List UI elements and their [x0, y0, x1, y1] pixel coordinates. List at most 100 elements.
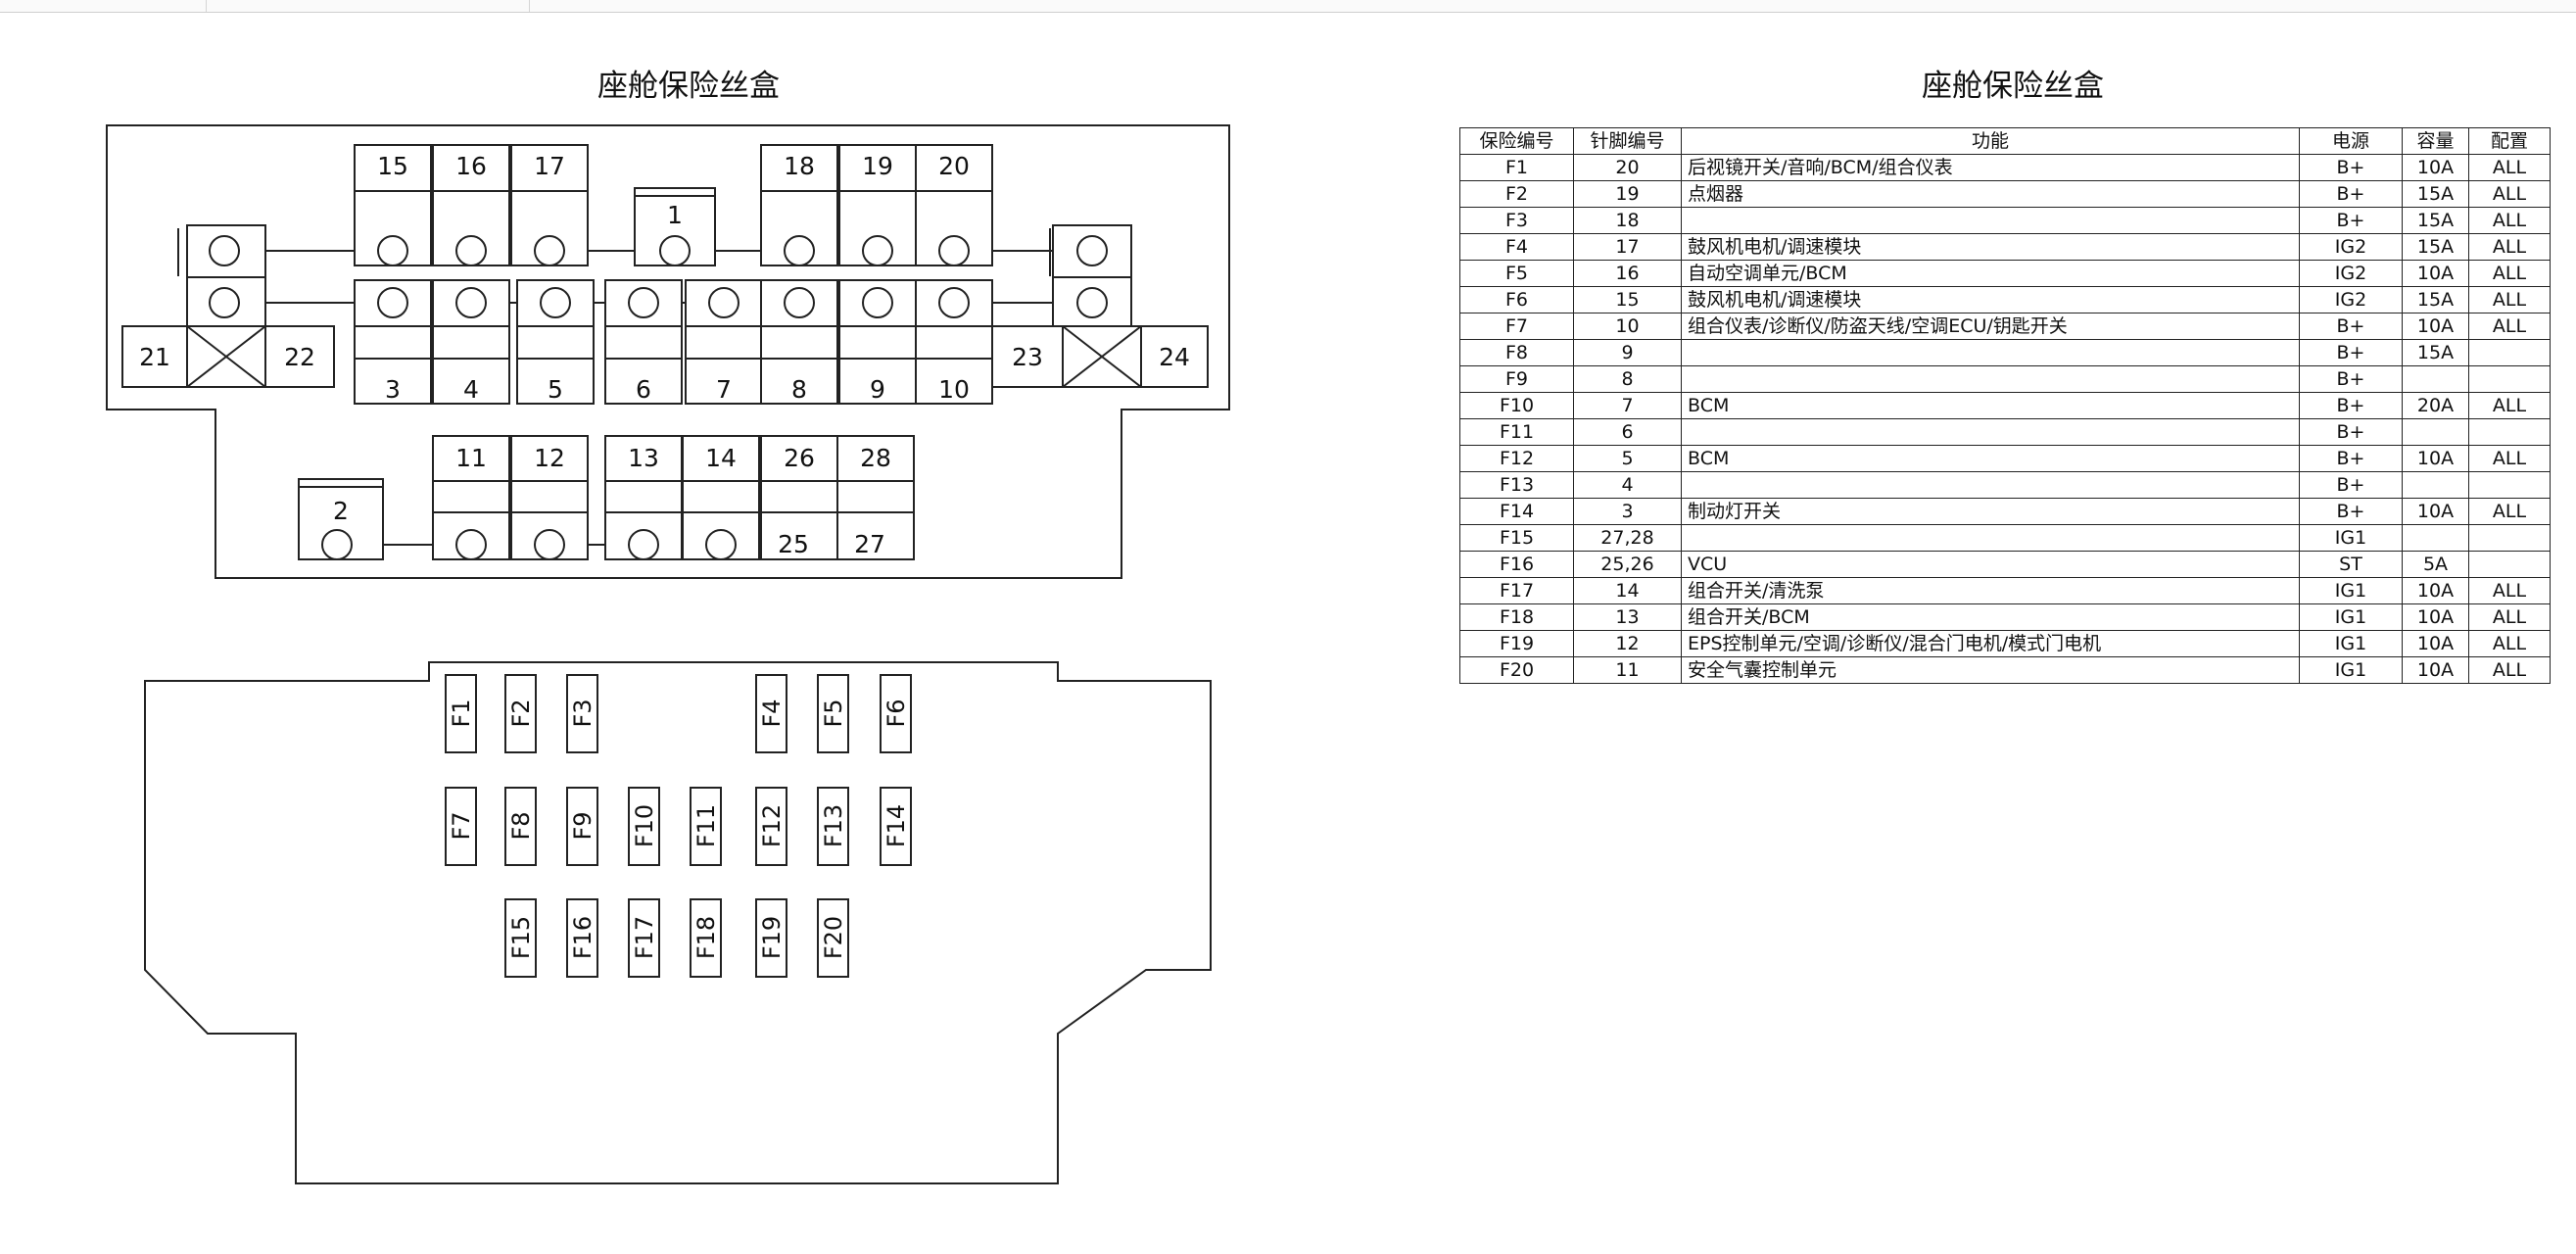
cell-function: 组合仪表/诊断仪/防盗天线/空调ECU/钥匙开关 [1681, 313, 2300, 340]
right-relay-terminal-top [1076, 235, 1108, 266]
cell-config: ALL [2468, 154, 2551, 181]
bottom-terminal-circle [377, 287, 408, 318]
cell-pin-no: 3 [1573, 498, 1682, 525]
header-config: 配置 [2468, 127, 2551, 155]
cell-config [2468, 418, 2551, 446]
bottom-terminal-circle [455, 287, 487, 318]
cell-fuse-no: F5 [1459, 260, 1574, 287]
fuse-label: F12 [758, 804, 786, 847]
cell-config: ALL [2468, 498, 2551, 525]
cell-capacity: 10A [2402, 313, 2469, 340]
table-header-row: 保险编号 针脚编号 功能 电源 容量 配置 [1459, 127, 2551, 155]
cell-power: IG1 [2299, 603, 2403, 631]
fuse-label: F13 [820, 804, 847, 847]
cell-function: EPS控制单元/空调/诊断仪/混合门电机/模式门电机 [1681, 630, 2300, 657]
fuse-label: F19 [758, 916, 786, 959]
cell-config: ALL [2468, 577, 2551, 604]
header-function: 功能 [1681, 127, 2300, 155]
left-title: 座舱保险丝盒 [597, 69, 780, 104]
fuse-label: F6 [883, 699, 910, 727]
top-terminal-circle [534, 235, 565, 266]
lower-relay-label: 2 [333, 497, 349, 525]
cell-pin-no: 19 [1573, 180, 1682, 208]
right-relay-label: 23 [1012, 343, 1043, 371]
cell-fuse-no: F3 [1459, 207, 1574, 234]
cell-pin-no: 7 [1573, 392, 1682, 419]
cell-config: ALL [2468, 180, 2551, 208]
cell-function: BCM [1681, 445, 2300, 472]
cell-capacity: 10A [2402, 656, 2469, 684]
cell-fuse-no: F8 [1459, 339, 1574, 366]
cell-function: 鼓风机电机/调速模块 [1681, 286, 2300, 314]
right-relay-terminal-bottom [1076, 287, 1108, 318]
fuse-label: F10 [631, 804, 658, 847]
cell-pin-no: 6 [1573, 418, 1682, 446]
fuse-label: F2 [507, 699, 535, 727]
fuse-label: F3 [569, 699, 596, 727]
cell-function [1681, 207, 2300, 234]
lower-fuse-holder [836, 435, 915, 560]
lower-fuse-label-bottom: 27 [854, 530, 885, 558]
bottom-fuse-label: 4 [463, 375, 479, 404]
cell-function: 鼓风机电机/调速模块 [1681, 233, 2300, 261]
cell-pin-no: 8 [1573, 365, 1682, 393]
cell-pin-no: 25,26 [1573, 551, 1682, 578]
bottom-terminal-circle [862, 287, 893, 318]
center-relay-terminal [659, 235, 691, 266]
bottom-fuse-label: 9 [870, 375, 885, 404]
cell-fuse-no: F18 [1459, 603, 1574, 631]
top-fuse-label: 16 [455, 152, 487, 180]
cell-pin-no: 14 [1573, 577, 1682, 604]
center-relay-label: 1 [667, 201, 683, 229]
cell-config: ALL [2468, 233, 2551, 261]
tab-1[interactable] [0, 0, 207, 12]
fuse-label: F11 [692, 804, 720, 847]
cell-function: 后视镜开关/音响/BCM/组合仪表 [1681, 154, 2300, 181]
top-fuse-label: 20 [938, 152, 970, 180]
cell-pin-no: 20 [1573, 154, 1682, 181]
lower-terminal-circle [705, 529, 737, 560]
fuse-slot [566, 787, 598, 866]
fuse-label: F17 [631, 916, 658, 959]
cell-pin-no: 27,28 [1573, 524, 1682, 552]
top-terminal-circle [455, 235, 487, 266]
cell-capacity [2402, 365, 2469, 393]
cell-power: B+ [2299, 180, 2403, 208]
fuse-slot [690, 898, 722, 978]
cell-fuse-no: F1 [1459, 154, 1574, 181]
window-top-bar [0, 0, 2576, 13]
lower-terminal-circle [534, 529, 565, 560]
cell-config: ALL [2468, 207, 2551, 234]
bottom-fuse-label: 7 [716, 375, 732, 404]
cell-pin-no: 5 [1573, 445, 1682, 472]
cell-fuse-no: F15 [1459, 524, 1574, 552]
cell-fuse-no: F12 [1459, 445, 1574, 472]
top-terminal-circle [784, 235, 815, 266]
cell-power: B+ [2299, 339, 2403, 366]
cell-fuse-no: F7 [1459, 313, 1574, 340]
cell-function: 组合开关/清洗泵 [1681, 577, 2300, 604]
left-relay-label: 22 [284, 343, 315, 371]
cell-function: VCU [1681, 551, 2300, 578]
fuse-slot [628, 898, 660, 978]
lower-terminal-circle [455, 529, 487, 560]
fuse-slot [566, 674, 598, 753]
lower-fuse-holder [760, 435, 838, 560]
fuse-label: F15 [507, 916, 535, 959]
bottom-fuse-label: 5 [548, 375, 563, 404]
tab-2[interactable] [206, 0, 530, 12]
cell-function: 安全气囊控制单元 [1681, 656, 2300, 684]
lower-fuse-label: 14 [705, 444, 737, 472]
top-fuse-label: 15 [377, 152, 408, 180]
fuse-label: F7 [448, 811, 475, 840]
bottom-terminal-circle [784, 287, 815, 318]
cell-fuse-no: F6 [1459, 286, 1574, 314]
